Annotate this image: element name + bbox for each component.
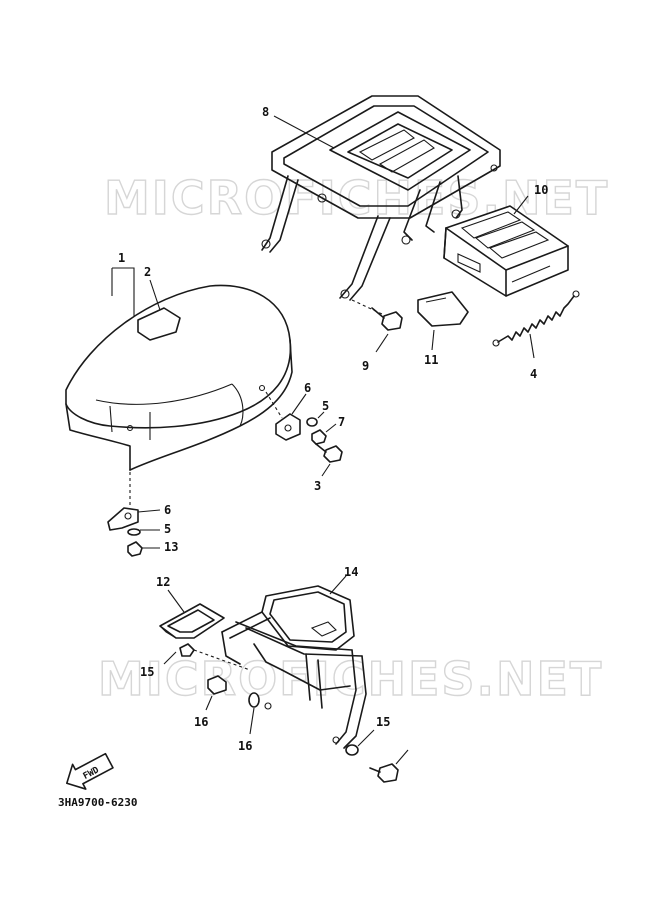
label-10: 10 <box>534 183 548 197</box>
label-7: 3 <box>314 479 321 493</box>
leader-17 <box>431 329 435 351</box>
leader-15b <box>395 749 409 765</box>
bolt-part-15b <box>369 763 399 783</box>
leader-10 <box>513 195 529 215</box>
washer-part-6 <box>306 417 318 427</box>
clip-part-13 <box>159 603 225 639</box>
label-4: 6 <box>304 381 311 395</box>
leader-1 <box>111 267 135 316</box>
label-1: 1 <box>118 251 125 265</box>
label-6b: 5 <box>164 522 171 536</box>
seat-part-1 <box>65 284 293 471</box>
leader-11 <box>529 333 535 359</box>
label-11: 4 <box>530 367 537 381</box>
bracket-part-3 <box>107 507 139 531</box>
leader-6a <box>317 411 325 419</box>
leader-14 <box>163 651 177 665</box>
leader-4 <box>291 393 307 415</box>
label-3: 6 <box>164 503 171 517</box>
label-5a: 7 <box>338 415 345 429</box>
leader-5a <box>325 423 337 433</box>
label-5b: 13 <box>164 540 178 554</box>
leader-3 <box>137 509 161 513</box>
diagram-code: 3HA9700-6230 <box>58 796 137 809</box>
watermark-bottom: MICROFICHES.NET <box>98 652 603 706</box>
label-6a: 5 <box>322 399 329 413</box>
leader-15a <box>205 695 213 711</box>
label-13: 12 <box>156 575 170 589</box>
leader-12 <box>329 575 347 595</box>
label-14: 15 <box>140 665 154 679</box>
bolt-part-9 <box>371 307 403 331</box>
leader-4-dash <box>265 391 283 419</box>
pad-part-17 <box>417 291 469 327</box>
label-8: 8 <box>262 105 269 119</box>
bolt-part-7 <box>315 443 343 463</box>
leader-16b <box>357 729 375 747</box>
leader-8 <box>273 115 335 149</box>
leader-9 <box>375 333 389 353</box>
fwd-arrow-icon: FWD <box>66 752 114 790</box>
nut-part-5 <box>311 429 327 445</box>
washer-part-6b <box>127 528 141 536</box>
bracket-part-4 <box>275 413 301 441</box>
spring-part-11 <box>492 290 580 347</box>
leader-2 <box>149 279 161 311</box>
label-16a: 16 <box>238 739 252 753</box>
front-carrier-part-12 <box>221 585 367 749</box>
label-12: 14 <box>344 565 358 579</box>
label-16b: 15 <box>376 715 390 729</box>
rear-carrier-part-8 <box>261 95 501 301</box>
leader-7 <box>321 463 331 477</box>
label-2: 2 <box>144 265 151 279</box>
bolt-part-15a <box>207 675 227 695</box>
case-part-10 <box>443 205 569 297</box>
nut-part-5b <box>127 541 143 557</box>
washer-part-16b <box>345 744 359 756</box>
label-15a: 16 <box>194 715 208 729</box>
washer-part-16a <box>248 692 260 708</box>
label-17: 11 <box>424 353 438 367</box>
label-9: 9 <box>362 359 369 373</box>
leader-13 <box>167 589 185 613</box>
screw-part-14 <box>179 643 251 671</box>
leader-16a <box>249 707 255 735</box>
strap-part-2 <box>137 307 181 341</box>
